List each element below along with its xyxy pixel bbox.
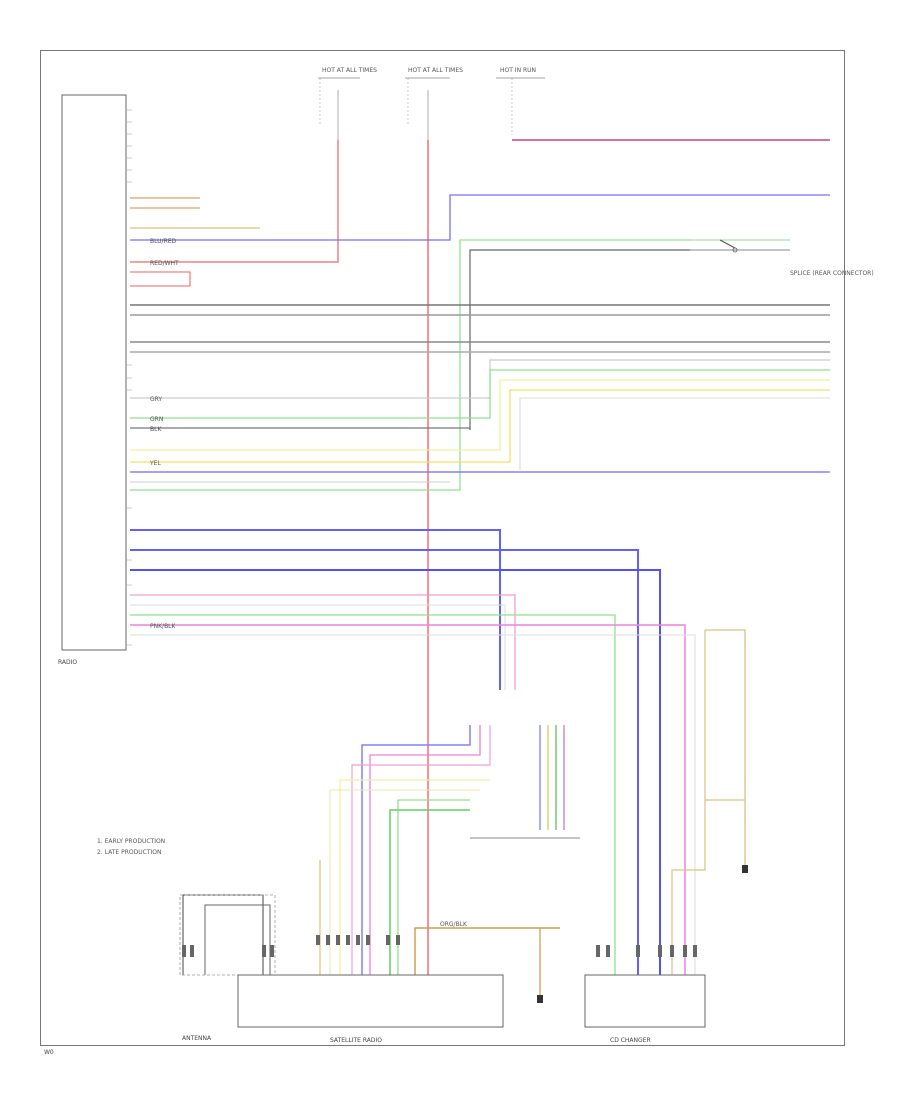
antenna-component: ANTENNA xyxy=(179,894,276,1042)
splice-bundle-center xyxy=(539,725,565,830)
wire-green-switch xyxy=(130,239,690,491)
wire-red-radio-loop xyxy=(130,271,191,287)
fuse-block-2: HOT AT ALL TIMES xyxy=(405,67,463,140)
wire-orange-cd-ground xyxy=(671,800,706,975)
amp-connector-pins xyxy=(182,935,400,957)
radio-unit-label: RADIO xyxy=(58,659,77,666)
ground-symbol-right xyxy=(742,865,748,873)
label-gray: GRY xyxy=(150,396,162,403)
switch-component xyxy=(719,239,738,253)
label-red: RED/WHT xyxy=(150,260,179,267)
wire-green-step xyxy=(130,369,830,419)
label-green: GRN xyxy=(150,416,163,423)
cd-connector-pins xyxy=(596,945,697,957)
legend-item-1: 1. EARLY PRODUCTION xyxy=(97,838,165,845)
label-orange: ORG/BLK xyxy=(440,921,468,928)
ground-symbol-center xyxy=(537,995,543,1003)
fuse-block-3: HOT IN RUN xyxy=(496,67,545,135)
wire-blue-cd-3 xyxy=(130,569,661,975)
page-label: W0 xyxy=(44,1049,54,1056)
wire-red-power-1 xyxy=(130,140,339,263)
label-blue: BLU/RED xyxy=(150,238,177,245)
label-yellow: YEL xyxy=(149,460,161,467)
satellite-radio-unit xyxy=(237,974,504,1028)
wire-blue-amp xyxy=(361,725,471,975)
legend-item-2: 2. LATE PRODUCTION xyxy=(97,849,161,856)
wire-antenna xyxy=(182,894,264,975)
fuse-header-2: HOT AT ALL TIMES xyxy=(408,67,463,74)
wire-green-cd xyxy=(130,614,616,975)
splice-right-label: SPLICE (REAR CONNECTOR) xyxy=(790,270,874,277)
cd-changer-label: CD CHANGER xyxy=(610,1037,651,1044)
radio-pin-ticks xyxy=(126,109,132,646)
satellite-radio-label: SATELLITE RADIO xyxy=(330,1037,382,1044)
radio-unit xyxy=(61,94,127,651)
fuse-block-1: HOT AT ALL TIMES xyxy=(318,67,377,140)
wire-blue-upper xyxy=(130,194,830,241)
label-black: BLK xyxy=(150,426,162,433)
speaker-bus xyxy=(130,304,830,353)
antenna-label: ANTENNA xyxy=(182,1035,212,1042)
wire-black-switch xyxy=(469,249,690,430)
wire-pink-cd xyxy=(130,624,686,975)
wire-green-amp xyxy=(389,809,470,975)
diagram-frame xyxy=(40,50,845,1046)
wire-blue-cd-1 xyxy=(130,529,501,690)
cd-changer-unit xyxy=(584,974,706,1028)
wire-blue-cd-2 xyxy=(130,549,639,975)
fuse-header-1: HOT AT ALL TIMES xyxy=(322,67,377,74)
wire-yellow-step xyxy=(130,389,830,463)
label-pink: PNK/BLK xyxy=(150,623,177,630)
wire-orange-amp xyxy=(414,927,560,975)
fuse-header-3: HOT IN RUN xyxy=(500,67,536,74)
